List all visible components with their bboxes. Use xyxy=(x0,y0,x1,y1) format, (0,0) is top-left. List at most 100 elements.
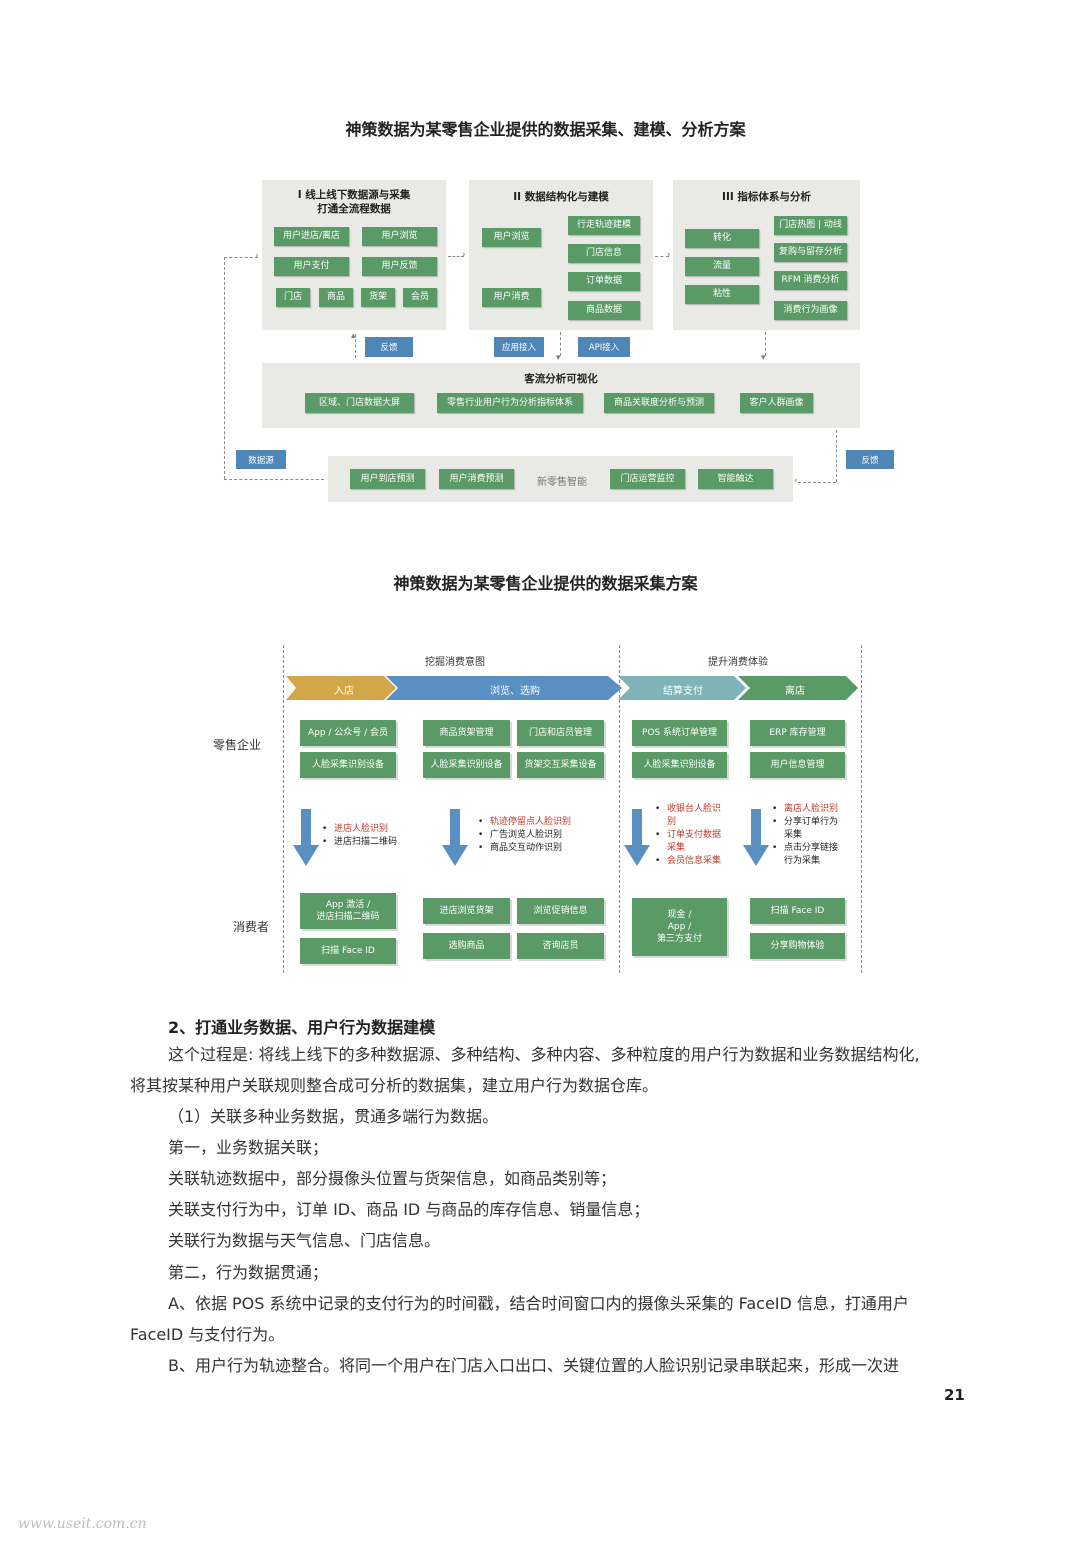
figure2-title: 神策数据为某零售企业提供的数据采集方案 xyxy=(393,574,698,593)
ent-pos: POS 系统订单管理 xyxy=(632,720,727,746)
section-heading: 2、打通业务数据、用户行为数据建模 xyxy=(168,1018,436,1037)
panel1-title-line1: I 线上线下数据源与采集 xyxy=(297,189,411,201)
bullet-checkout-2: 订单支付数据 xyxy=(655,829,721,842)
down-arrow-2 xyxy=(442,809,468,866)
arrow-p2-p3 xyxy=(655,256,669,257)
bullet-browse-2: 广告浏览人脸识别 xyxy=(478,829,571,842)
p4-metrics-system: 零售行业用户行为分析指标体系 xyxy=(437,393,583,413)
p3-conversion: 转化 xyxy=(685,229,759,248)
panel3-title: III 指标体系与分析 xyxy=(722,191,811,203)
item-user-enter-leave: 用户进店/离店 xyxy=(274,227,349,246)
con-browse-shelf: 进店浏览货架 xyxy=(423,898,510,924)
chevron-browse xyxy=(386,676,622,700)
figure1-title: 神策数据为某零售企业提供的数据采集、建模、分析方案 xyxy=(345,120,746,139)
paragraph-8-line1: A、依据 POS 系统中记录的支付行为的时间戳，结合时间窗口内的摄像头采集的 F… xyxy=(168,1294,909,1313)
row-label-consumer: 消费者 xyxy=(233,920,270,934)
con-payment-line3: 第三方支付 xyxy=(656,934,702,944)
bullet-enter-1: 进店人脸识别 xyxy=(322,823,397,836)
bullets-checkout: 收银台人脸识 别 订单支付数据 采集 会员信息采集 xyxy=(655,803,721,868)
bullet-leave-1: 离店人脸识别 xyxy=(772,803,838,816)
p2-user-consume: 用户消费 xyxy=(482,288,541,307)
con-select-goods: 选购商品 xyxy=(423,933,510,959)
p2-store-info: 门店信息 xyxy=(568,244,640,263)
p3-traffic: 流量 xyxy=(685,257,759,276)
con-app-activate-line1: App 激活 / xyxy=(325,900,371,910)
panel-data-modeling: II 数据结构化与建模 用户浏览 用户消费 行走轨迹建模 门店信息 订单数据 商… xyxy=(469,180,653,330)
down-arrow-4 xyxy=(743,809,769,866)
paragraph-7: 第二，行为数据贯通； xyxy=(168,1263,329,1282)
arrowhead-p2-p3: › xyxy=(667,250,671,260)
loop-left-top xyxy=(224,257,258,258)
bullet-checkout-2-cont: 采集 xyxy=(667,843,686,853)
bullet-enter-2: 进店扫描二维码 xyxy=(322,836,397,849)
ent-face-device-3: 人脸采集识别设备 xyxy=(632,752,727,778)
item-user-pay: 用户支付 xyxy=(274,257,349,276)
con-payment-line2: App / xyxy=(667,922,692,932)
con-scan-faceid-1: 扫描 Face ID xyxy=(300,938,396,964)
panel1-title-line2: 打通全流程数据 xyxy=(317,203,391,215)
p5-center-label: 新零售智能 xyxy=(537,477,587,488)
p3-heatmap: 门店热图 | 动线 xyxy=(774,216,847,235)
bullet-leave-2-cont: 采集 xyxy=(784,830,803,840)
p2-order-data: 订单数据 xyxy=(568,272,640,291)
arrowhead-access-down: ▾ xyxy=(556,353,561,363)
ent-face-device-2: 人脸采集识别设备 xyxy=(423,752,510,778)
label-datasource: 数据源 xyxy=(236,450,286,469)
label-feedback-left: 反馈 xyxy=(365,337,413,357)
down-arrow-1 xyxy=(293,809,319,866)
panel-data-sources: I 线上线下数据源与采集 打通全流程数据 用户进店/离店 用户浏览 用户支付 用… xyxy=(262,180,446,330)
paragraph-8-line2: FaceID 与支付行为。 xyxy=(130,1325,285,1344)
bullet-checkout-1-cont: 别 xyxy=(667,817,677,827)
ent-erp: ERP 库存管理 xyxy=(750,720,845,746)
panel-smart-retail: 用户到店预测 用户消费预测 新零售智能 门店运营监控 智能触达 xyxy=(328,456,793,502)
paragraph-3: 第一，业务数据关联； xyxy=(168,1138,329,1157)
arrowhead-p3-down: ▾ xyxy=(761,353,766,363)
separator-middle xyxy=(619,645,620,973)
panel2-title: II 数据结构化与建模 xyxy=(513,191,609,203)
loop-left-bottom xyxy=(224,479,324,480)
p5-store-monitor: 门店运营监控 xyxy=(610,469,685,489)
paragraph-1-line1: 这个过程是: 将线上线下的多种数据源、多种结构、多种内容、多种粒度的用户行为数据… xyxy=(168,1045,920,1064)
paragraph-9: B、用户行为轨迹整合。将同一个用户在门店入口出口、关键位置的人脸识别记录串联起来… xyxy=(168,1356,899,1375)
arrowhead-feedback-up: ▴ xyxy=(351,331,356,341)
ent-shelf-management: 商品货架管理 xyxy=(423,720,510,746)
paragraph-6: 关联行为数据与天气信息、门店信息。 xyxy=(168,1231,441,1250)
ent-store-staff: 门店和店员管理 xyxy=(517,720,604,746)
separator-left xyxy=(283,645,284,973)
p5-arrival-predict: 用户到店预测 xyxy=(350,469,425,489)
p2-trajectory-model: 行走轨迹建模 xyxy=(568,216,640,235)
con-payment: 现金 / App / 第三方支付 xyxy=(632,898,727,956)
bullets-leave: 离店人脸识别 分享订单行为 采集 点击分享链接 行为采集 xyxy=(772,803,838,868)
item-store: 门店 xyxy=(276,288,310,307)
ent-face-device-1: 人脸采集识别设备 xyxy=(300,752,396,778)
con-app-activate: App 激活 / 进店扫描二维码 xyxy=(300,893,396,929)
paragraph-5: 关联支付行为中，订单 ID、商品 ID 与商品的库存信息、销量信息； xyxy=(168,1200,650,1219)
p4-product-correlation: 商品关联度分析与预测 xyxy=(604,393,714,413)
loop-left-vertical xyxy=(224,257,225,479)
chevron-checkout xyxy=(618,676,746,700)
bullet-leave-2: 分享订单行为 xyxy=(772,816,838,829)
chevron-enter xyxy=(286,676,396,700)
item-member: 会员 xyxy=(403,288,437,307)
item-shelf: 货架 xyxy=(361,288,395,307)
bullet-browse-1: 轨迹停留点人脸识别 xyxy=(478,816,571,829)
item-user-browse: 用户浏览 xyxy=(362,227,437,246)
con-app-activate-line2: 进店扫描二维码 xyxy=(316,912,380,922)
stage-label-checkout: 结算支付 xyxy=(663,686,703,697)
section-label-intent: 挖掘消费意图 xyxy=(425,657,485,668)
p2-product-data: 商品数据 xyxy=(568,301,640,320)
bullet-checkout-3: 会员信息采集 xyxy=(655,855,721,868)
paragraph-2: （1）关联多种业务数据，贯通多端行为数据。 xyxy=(168,1107,499,1126)
label-feedback-right: 反馈 xyxy=(846,450,894,469)
section-label-experience: 提升消费体验 xyxy=(708,657,768,668)
chevron-leave xyxy=(738,676,858,700)
p5-smart-reach: 智能触达 xyxy=(698,469,773,489)
arrow-feedback-up xyxy=(355,334,356,358)
arrow-access-down xyxy=(560,332,561,356)
bullet-leave-3-cont: 行为采集 xyxy=(784,856,821,866)
bullet-leave-3: 点击分享链接 xyxy=(772,842,838,855)
p4-customer-portrait: 客户人群画像 xyxy=(740,393,813,413)
loop-right-arrowhead: ‹ xyxy=(794,476,798,486)
watermark: www.useit.com.cn xyxy=(18,1516,147,1532)
stage-chevrons xyxy=(286,676,858,700)
